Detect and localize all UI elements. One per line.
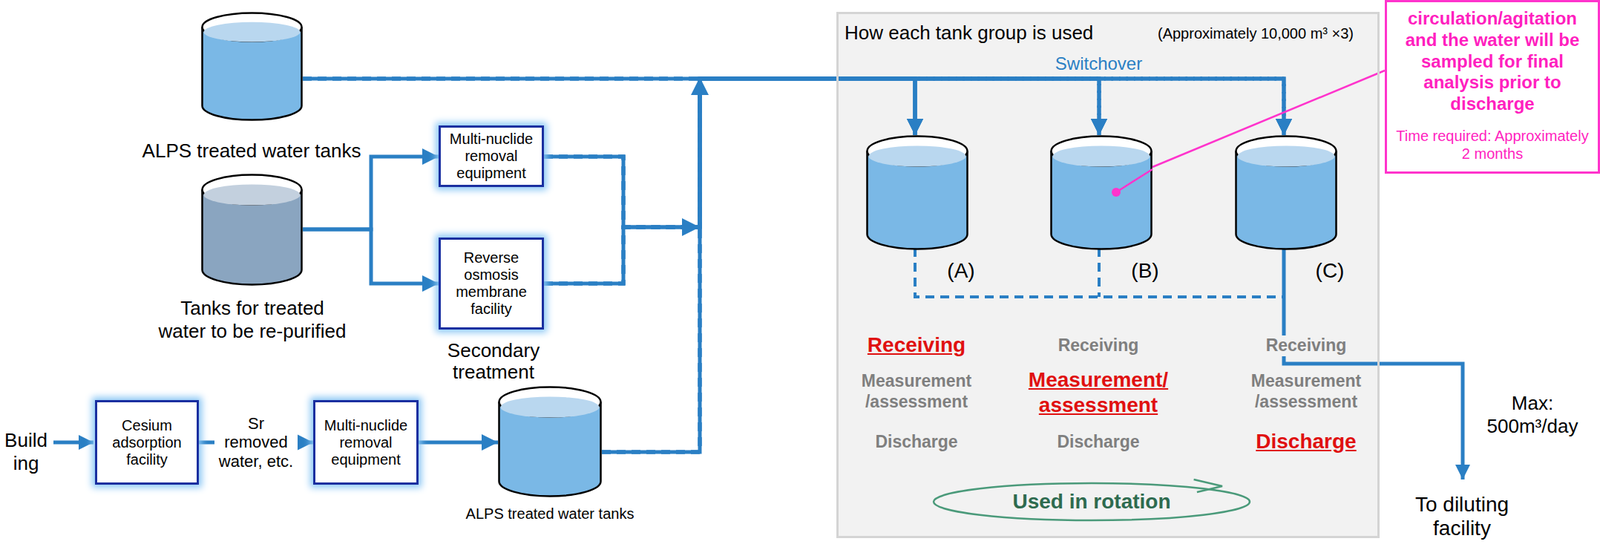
tank-label: (C): [1309, 258, 1351, 284]
switchover-line: [915, 247, 1284, 297]
callout-text: circulation/agitation and the water will…: [1391, 8, 1594, 116]
tank-group-panel: How each tank group is used (Approximatel…: [836, 11, 1380, 539]
flow-connector: [302, 78, 916, 136]
tank-water-surface: [204, 22, 301, 43]
rotation-arrowhead: [1194, 479, 1223, 493]
box-label: Multi-nuclide removal equipment: [445, 130, 538, 182]
status-label: Receiving: [827, 332, 1006, 358]
panel-background: [836, 11, 1380, 539]
inflow-arrow: [53, 440, 94, 445]
tank-cylinder: [201, 173, 303, 286]
tank-top: [1236, 136, 1337, 167]
storage-tank: ALPS treated water tanks: [201, 11, 303, 121]
status-label: Measurement/ assessment: [1012, 367, 1184, 418]
flow-connector: [543, 78, 916, 284]
panel-title: How each tank group is used: [844, 21, 1094, 45]
tank-label: ALPS treated water tanks: [117, 139, 386, 163]
status-label: Discharge: [827, 431, 1006, 453]
storage-tank: (A): [866, 135, 969, 251]
tank-cylinder: [866, 135, 969, 251]
edge-label: Sr removed water, etc.: [214, 414, 298, 471]
rotation-ellipse: Used in rotation: [932, 481, 1252, 522]
status-label: Measurement /assessment: [1243, 371, 1370, 412]
tank-label: (A): [940, 258, 982, 284]
process-box: Cesium adsorption facility: [94, 400, 199, 485]
tank-label: (B): [1124, 258, 1166, 284]
leader-line: [1152, 70, 1385, 167]
box-label: Reverse osmosis membrane facility: [445, 249, 538, 318]
storage-tank: (B): [1050, 135, 1153, 251]
tank-cylinder: [201, 11, 303, 121]
annotation-label: Max: 500m³/day: [1476, 391, 1589, 438]
annotation-label: Build ing: [1, 428, 51, 475]
callout-box: circulation/agitation and the water will…: [1384, 0, 1600, 174]
process-box: Reverse osmosis membrane facility: [438, 237, 544, 330]
tank-water-surface: [1237, 146, 1336, 167]
ellipse-shape: [933, 483, 1250, 521]
tank-top: [499, 387, 602, 418]
rotation-label: Used in rotation: [1012, 489, 1171, 514]
tank-water-surface: [869, 146, 967, 167]
storage-tank: Tanks for treated water to be re-purifie…: [201, 173, 303, 286]
callout-note: Time required: Approximately 2 months: [1391, 126, 1594, 163]
storage-tank: (C): [1234, 135, 1338, 251]
flow-connector: [418, 440, 498, 445]
box-label: Cesium adsorption facility: [101, 417, 193, 469]
tank-water-surface: [1053, 146, 1151, 167]
process-box: Multi-nuclide removal equipment: [438, 125, 544, 188]
flow-connector: [302, 156, 439, 230]
storage-tank: ALPS treated water tanks: [497, 385, 602, 498]
status-label: Discharge: [1035, 431, 1162, 453]
status-label: Measurement /assessment: [853, 371, 980, 412]
tank-water-surface: [500, 397, 600, 418]
tank-water-surface: [204, 184, 301, 206]
annotation-label: Secondary treatment: [430, 339, 557, 383]
leader-line: [1116, 169, 1153, 193]
flow-connector: [302, 229, 439, 284]
leader-dot: [1111, 187, 1121, 197]
flow-connector: [543, 78, 1100, 228]
annotation-label: To diluting facility: [1395, 492, 1529, 541]
tank-label: Tanks for treated water to be re-purifie…: [155, 296, 350, 343]
tank-top: [867, 136, 968, 167]
tank-top: [1051, 136, 1152, 167]
tank-cylinder: [497, 385, 602, 498]
status-label: Receiving: [1243, 335, 1370, 357]
tank-cylinder: [1050, 135, 1153, 251]
tank-top: [202, 13, 303, 42]
status-label: Receiving: [1035, 335, 1162, 357]
tank-top: [202, 175, 303, 205]
tank-cylinder: [1234, 135, 1338, 251]
flow-connector: [543, 78, 1100, 284]
status-label: Discharge: [1217, 428, 1396, 455]
flow-connector: [601, 78, 1100, 452]
box-label: Multi-nuclide removal equipment: [319, 417, 412, 469]
process-box: Multi-nuclide removal equipment: [313, 400, 419, 485]
panel-subtitle: (Approximately 10,000 m³ ×3): [1157, 25, 1354, 43]
flow-connector: [543, 78, 916, 228]
switchover-label: Switchover: [1044, 53, 1153, 75]
tank-label: ALPS treated water tanks: [431, 504, 669, 523]
flow-connector: [601, 78, 1284, 452]
